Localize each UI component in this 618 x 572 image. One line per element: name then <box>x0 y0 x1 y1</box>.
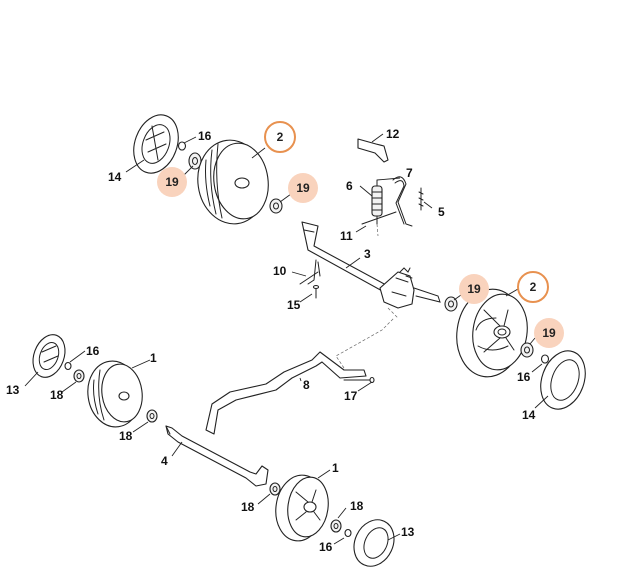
bushing-18-bottom-outer <box>330 519 342 533</box>
wheel-1-bottom <box>275 474 329 542</box>
label-16-right: 16 <box>517 370 531 384</box>
wheel-1-left <box>87 360 143 428</box>
wheel-2-top <box>197 139 269 225</box>
label-6: 6 <box>346 179 353 193</box>
hubcap-13-bottom <box>353 519 395 567</box>
bushing-18-left-inner <box>146 409 158 423</box>
part-12-lever <box>357 138 389 163</box>
label-12: 12 <box>386 127 400 141</box>
label-15: 15 <box>287 298 301 312</box>
label-18-left-inner: 18 <box>119 429 133 443</box>
bushing-19-top-right <box>269 198 283 214</box>
label-14-right: 14 <box>522 408 536 422</box>
bushing-18-bottom-inner <box>269 482 281 496</box>
callout-19-top-left[interactable]: 19 <box>157 167 187 197</box>
part-11-bar <box>361 211 397 225</box>
label-1-bottom: 1 <box>332 461 339 475</box>
label-18-bottom-outer: 18 <box>350 499 364 513</box>
callout-2-top[interactable]: 2 <box>264 121 296 153</box>
label-13-left: 13 <box>6 383 20 397</box>
label-5: 5 <box>438 205 445 219</box>
bushing-19-right-inner <box>444 296 458 312</box>
label-18-bottom-inner: 18 <box>241 500 255 514</box>
svg-text:19: 19 <box>296 181 310 195</box>
nut-16-right <box>540 354 550 364</box>
label-1-left: 1 <box>150 351 157 365</box>
label-8: 8 <box>303 378 310 392</box>
height-adjust-bracket <box>379 267 441 309</box>
label-13-bottom: 13 <box>401 525 415 539</box>
label-4: 4 <box>161 454 168 468</box>
label-16-top: 16 <box>198 129 212 143</box>
callout-19-top-right[interactable]: 19 <box>288 173 318 203</box>
label-16-bottom: 16 <box>319 540 333 554</box>
label-3: 3 <box>364 247 371 261</box>
hubcap-14-right <box>540 350 586 410</box>
label-17: 17 <box>344 389 358 403</box>
part-10-clip <box>299 259 321 285</box>
nut-16-bottom <box>344 528 352 538</box>
handle-8 <box>205 351 367 435</box>
callout-19-right-inner[interactable]: 19 <box>459 274 489 304</box>
label-18-left-outer: 18 <box>50 388 64 402</box>
nut-16-left <box>64 361 72 371</box>
svg-text:2: 2 <box>277 130 284 144</box>
svg-text:19: 19 <box>467 282 481 296</box>
pin-17 <box>343 376 375 384</box>
label-7: 7 <box>406 166 413 180</box>
part-15-pin <box>312 284 320 299</box>
bushing-19-right-outer <box>520 342 534 358</box>
part-6-spring <box>371 179 383 225</box>
nut-16-top <box>177 141 187 151</box>
part-5-spring <box>418 187 424 211</box>
label-10: 10 <box>273 264 287 278</box>
rear-axle-4 <box>165 425 269 487</box>
callout-2-right[interactable]: 2 <box>517 271 549 303</box>
hubcap-14-top <box>133 114 179 174</box>
bushing-18-left-outer <box>73 369 85 383</box>
label-16-left: 16 <box>86 344 100 358</box>
label-14-top: 14 <box>108 170 122 184</box>
label-11: 11 <box>340 229 353 243</box>
svg-text:19: 19 <box>542 326 556 340</box>
wheel-2-right <box>456 288 528 378</box>
callout-19-right-outer[interactable]: 19 <box>534 318 564 348</box>
part-7-rod <box>392 176 413 227</box>
svg-text:2: 2 <box>530 280 537 294</box>
hubcap-13-left <box>32 334 66 378</box>
svg-text:19: 19 <box>165 175 179 189</box>
